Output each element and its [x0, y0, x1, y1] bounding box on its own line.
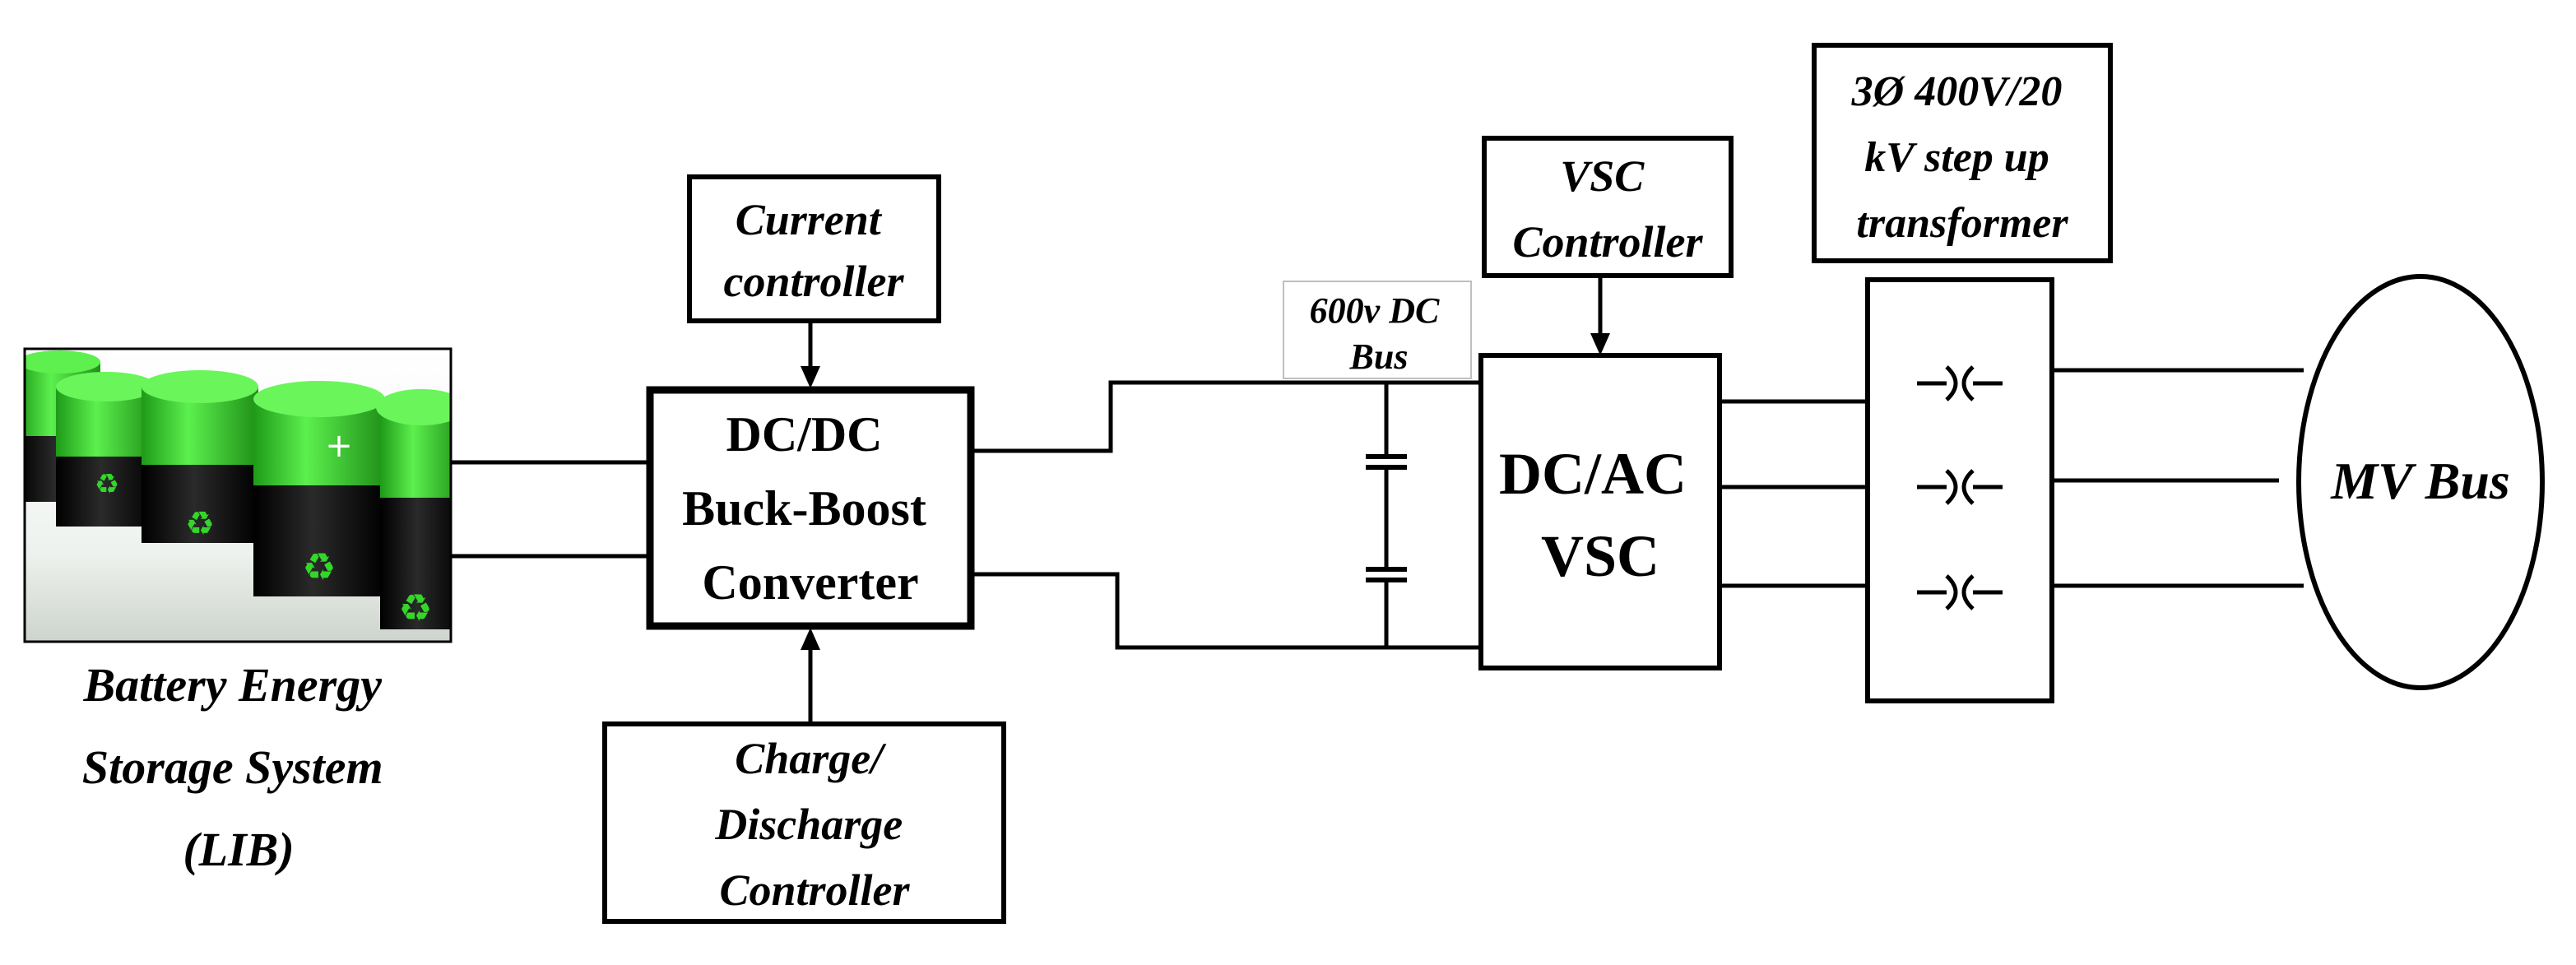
battery-caption: Battery Energy Storage System (LIB)	[82, 658, 395, 876]
charge-discharge-controller-box	[602, 721, 1006, 924]
battery-image: ♻ ♻ + ♻ ♻	[25, 349, 451, 642]
wiring	[451, 368, 2304, 650]
battery-cell-5: ♻	[376, 389, 451, 630]
capacitor-lower	[1366, 567, 1407, 582]
mv-bus-label: MV Bus	[2330, 452, 2510, 510]
transformer-symbol-3	[1917, 574, 2003, 610]
battery-cell-4: + ♻	[253, 381, 385, 596]
dc-bus-label-frame	[1283, 281, 1472, 379]
battery-image-frame	[23, 347, 453, 643]
dcac-vsc-box	[1478, 353, 1722, 670]
mv-bus-ellipse	[2296, 274, 2545, 690]
transformer-symbol-1	[1917, 365, 2003, 401]
battery-cell-3: ♻	[142, 370, 258, 543]
arrow-charge-controller	[801, 628, 820, 724]
current-controller-box	[687, 174, 941, 323]
transformer-symbol-2	[1917, 469, 2003, 505]
svg-text:♻: ♻	[398, 586, 432, 630]
svg-text:♻: ♻	[302, 545, 336, 589]
arrow-current-controller	[801, 321, 820, 388]
capacitor-upper	[1366, 454, 1407, 470]
transformer-box	[1865, 277, 2054, 703]
vsc-controller-box	[1482, 136, 1734, 278]
dcdc-converter-label: DC/DC Buck-Boost Converter	[682, 407, 939, 610]
charge-discharge-controller-label: Charge/ Discharge Controller	[714, 734, 914, 915]
arrow-vsc-controller	[1590, 276, 1610, 355]
svg-text:+: +	[325, 427, 353, 465]
battery-cell-2: ♻	[56, 372, 156, 527]
transformer-label-box	[1812, 43, 2113, 263]
svg-text:♻: ♻	[185, 505, 215, 543]
dcac-vsc-label: DC/AC VSC	[1499, 441, 1701, 589]
current-controller-label: Current controller	[723, 195, 904, 306]
dc-bus-label: 600v DC Bus	[1310, 290, 1449, 377]
dcdc-converter-box	[646, 386, 975, 630]
vsc-controller-label: VSC Controller	[1512, 151, 1703, 267]
transformer-label: 3Ø 400V/20 kV step up transformer	[1851, 68, 2073, 247]
svg-text:♻: ♻	[95, 468, 119, 501]
